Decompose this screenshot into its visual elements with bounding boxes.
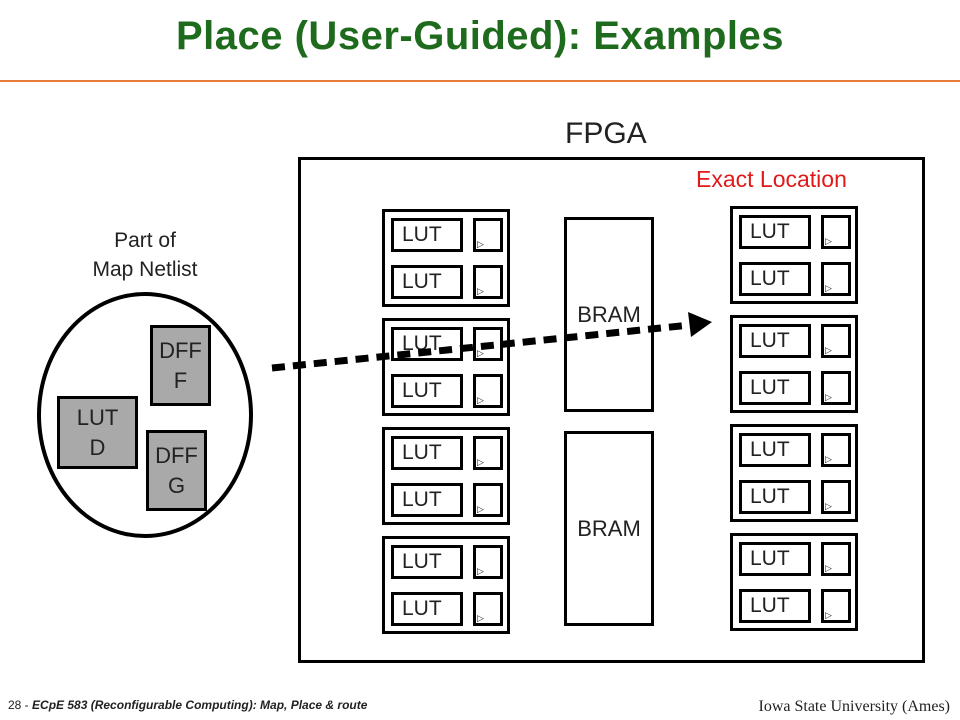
netlist-dff-g: DFF G (146, 430, 207, 511)
flip-flop: ▷ (473, 545, 503, 579)
lut-cell: LUT (739, 215, 811, 249)
flip-flop: ▷ (821, 262, 851, 296)
flip-flop: ▷ (821, 589, 851, 623)
netlist-lut-d-line1: LUT (76, 404, 119, 430)
lut-cell: LUT (739, 324, 811, 358)
clock-icon: ▷ (825, 563, 832, 573)
lut-cell: LUT (391, 483, 463, 517)
clock-icon: ▷ (477, 348, 484, 358)
flip-flop: ▷ (821, 215, 851, 249)
flip-flop: ▷ (821, 480, 851, 514)
footer-left: 28 - ECpE 583 (Reconfigurable Computing)… (8, 698, 367, 712)
slice-right-1: LUT ▷ LUT ▷ (730, 206, 858, 304)
clock-icon: ▷ (825, 501, 832, 511)
flip-flop: ▷ (473, 483, 503, 517)
bram-top: BRAM (564, 217, 654, 412)
netlist-dff-g-line1: DFF (155, 442, 198, 468)
clock-icon: ▷ (825, 236, 832, 246)
clock-icon: ▷ (825, 454, 832, 464)
lut-cell: LUT (391, 374, 463, 408)
clock-icon: ▷ (477, 613, 484, 623)
slice-left-3: LUT ▷ LUT ▷ (382, 427, 510, 525)
slice-right-2: LUT ▷ LUT ▷ (730, 315, 858, 413)
slice-right-4: LUT ▷ LUT ▷ (730, 533, 858, 631)
clock-icon: ▷ (825, 345, 832, 355)
lut-cell: LUT (739, 589, 811, 623)
lut-cell: LUT (391, 218, 463, 252)
footer-institution: Iowa State University (Ames) (758, 698, 950, 715)
clock-icon: ▷ (477, 395, 484, 405)
bram-bottom: BRAM (564, 431, 654, 626)
placement-arrow-line (271, 321, 691, 372)
lut-cell: LUT (739, 433, 811, 467)
netlist-dff-f-line1: DFF (159, 337, 202, 363)
netlist-lut-d-line2: D (89, 434, 106, 460)
flip-flop: ▷ (473, 265, 503, 299)
flip-flop: ▷ (821, 433, 851, 467)
placement-arrow-head (688, 312, 712, 337)
clock-icon: ▷ (825, 283, 832, 293)
flip-flop: ▷ (473, 218, 503, 252)
slice-right-3: LUT ▷ LUT ▷ (730, 424, 858, 522)
flip-flop: ▷ (821, 542, 851, 576)
flip-flop: ▷ (473, 592, 503, 626)
netlist-label-line2: Map Netlist (92, 258, 198, 281)
flip-flop: ▷ (473, 374, 503, 408)
clock-icon: ▷ (825, 392, 832, 402)
flip-flop: ▷ (821, 324, 851, 358)
footer-course: ECpE 583 (Reconfigurable Computing): Map… (32, 698, 368, 712)
exact-location-label: Exact Location (696, 166, 847, 192)
slide-title: Place (User-Guided): Examples (175, 14, 785, 58)
clock-icon: ▷ (477, 239, 484, 249)
lut-cell: LUT (739, 371, 811, 405)
clock-icon: ▷ (477, 566, 484, 576)
lut-cell: LUT (739, 542, 811, 576)
footer-page-number: 28 - (8, 698, 29, 712)
fpga-boundary (298, 157, 925, 663)
netlist-label-line1: Part of (114, 229, 176, 252)
slice-left-2: LUT▷ LUT▷ (382, 318, 510, 416)
lut-cell: LUT (739, 262, 811, 296)
slice-left-4: LUT ▷ LUT ▷ (382, 536, 510, 634)
flip-flop: ▷ (821, 371, 851, 405)
lut-cell: LUT (391, 265, 463, 299)
clock-icon: ▷ (825, 610, 832, 620)
netlist-dff-f-line2: F (173, 367, 188, 393)
clock-icon: ▷ (477, 457, 484, 467)
lut-cell: LUT (391, 592, 463, 626)
netlist-dff-f: DFF F (150, 325, 211, 406)
netlist-lut-d: LUT D (57, 396, 138, 469)
title-divider (0, 80, 960, 82)
footer-bar (0, 694, 960, 720)
netlist-ellipse (37, 292, 253, 538)
netlist-label: Part of Map Netlist (70, 226, 220, 284)
lut-cell: LUT (739, 480, 811, 514)
fpga-label: FPGA (565, 117, 647, 150)
netlist-dff-g-line2: G (167, 472, 186, 498)
clock-icon: ▷ (477, 286, 484, 296)
clock-icon: ▷ (477, 504, 484, 514)
slice-left-1: LUT ▷ LUT ▷ (382, 209, 510, 307)
lut-cell: LUT (391, 436, 463, 470)
flip-flop: ▷ (473, 436, 503, 470)
lut-cell: LUT (391, 545, 463, 579)
